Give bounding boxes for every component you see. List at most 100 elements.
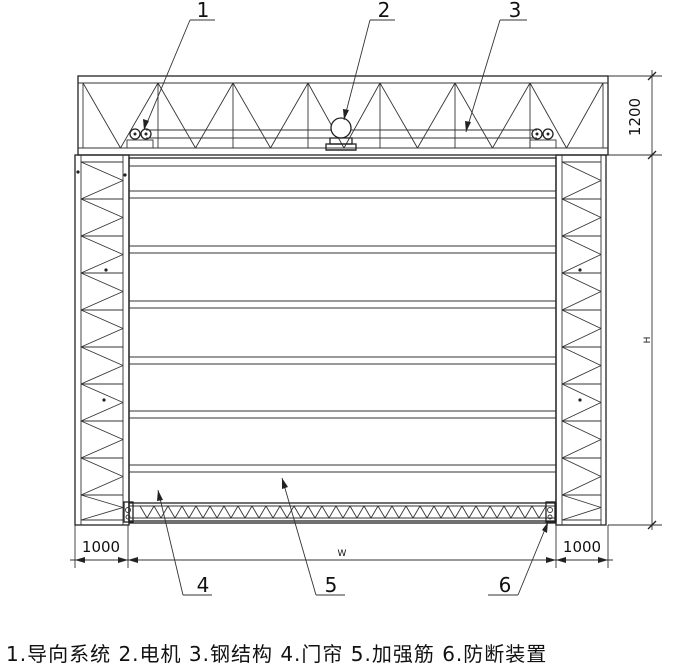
reinforcement-diagonal (468, 505, 477, 519)
reinforcement-diagonal (160, 505, 169, 519)
callout-3: 3 (509, 0, 522, 22)
reinforcement-diagonal (146, 505, 155, 519)
reinforcement-diagonal (454, 505, 463, 519)
reinforcement-diagonal (293, 505, 302, 519)
reinforcement-diagonal (307, 505, 316, 519)
reinforcement-diagonal (475, 505, 484, 519)
callout-5: 5 (325, 573, 338, 597)
reinforcement-diagonal (356, 505, 365, 519)
column-diagonal (561, 254, 602, 274)
column-diagonal (561, 217, 602, 237)
reinforcement-diagonal (370, 505, 379, 519)
reinforcement-diagonal (363, 505, 372, 519)
reinforcement-diagonal (216, 505, 225, 519)
motor (325, 117, 357, 151)
column-diagonal (80, 161, 124, 181)
reinforcement-diagonal (342, 505, 351, 519)
truss-diagonal (82, 82, 121, 149)
reinforcement-diagonal (244, 505, 253, 519)
column-diagonal (80, 235, 124, 255)
reinforcement-diagonal (139, 505, 148, 519)
truss-diagonal (343, 82, 381, 149)
column-diagonal (80, 457, 124, 477)
reinforcement-diagonal (405, 505, 414, 519)
truss-diagonal (270, 82, 309, 149)
truss-diagonal (379, 82, 418, 149)
reinforcement-diagonal (167, 505, 176, 519)
reinforcement-diagonal (230, 505, 239, 519)
dim-door-height: H (643, 337, 653, 344)
reinforcement-diagonal (335, 505, 344, 519)
dim-door-width: W (338, 549, 347, 559)
reinforcement-diagonal (202, 505, 211, 519)
reinforcement-diagonal (258, 505, 267, 519)
guide-wheel-right (529, 128, 557, 149)
dim-top-height: 1200 (626, 98, 644, 136)
reinforcement-diagonal (447, 505, 456, 519)
column-diagonal (80, 365, 124, 385)
reinforcement-diagonal (251, 505, 260, 519)
reinforcement-diagonal (489, 505, 498, 519)
truss-diagonal (157, 82, 196, 149)
column-diagonal (561, 346, 602, 366)
truss-diagonal (566, 82, 604, 149)
reinforcement-diagonal (412, 505, 421, 519)
reinforcement-diagonal (440, 505, 449, 519)
column-diagonal (80, 198, 124, 218)
truss-diagonal (454, 82, 493, 149)
reinforcement-diagonal (384, 505, 393, 519)
reinforcement-diagonal (349, 505, 358, 519)
column-diagonal (561, 180, 602, 200)
top-truss (77, 75, 609, 156)
reinforcement-diagonal (314, 505, 323, 519)
reinforcement-diagonal (398, 505, 407, 519)
right-column (555, 154, 607, 526)
callout-2: 2 (378, 0, 391, 22)
column-diagonal (561, 476, 602, 496)
truss-diagonal (417, 82, 456, 149)
reinforcement-diagonal (300, 505, 309, 519)
reinforcement-diagonal (510, 505, 519, 519)
column-diagonal (561, 457, 602, 477)
column-diagonal (80, 507, 124, 521)
column-diagonal (80, 402, 124, 422)
column-diagonal (561, 309, 602, 329)
column-diagonal (80, 180, 124, 200)
column-diagonal (80, 346, 124, 366)
reinforcement-diagonal (153, 505, 162, 519)
column-diagonal (561, 420, 602, 440)
reinforcement-diagonal (181, 505, 190, 519)
callout-6: 6 (499, 573, 512, 597)
reinforcement-diagonal (286, 505, 295, 519)
column-diagonal (561, 291, 602, 311)
column-diagonal (80, 383, 124, 403)
door-curtain (128, 157, 557, 524)
column-diagonal (561, 272, 602, 292)
reinforcement-diagonal (174, 505, 183, 519)
callout-4: 4 (197, 573, 210, 597)
truss-diagonal (232, 82, 271, 149)
column-diagonal (80, 420, 124, 440)
reinforcement-diagonal (237, 505, 246, 519)
reinforcement-diagonal (265, 505, 274, 519)
reinforcement-diagonal (279, 505, 288, 519)
column-diagonal (561, 328, 602, 348)
reinforcement-diagonal (223, 505, 232, 519)
curtain-slats (129, 165, 556, 473)
reinforcement-diagonal (482, 505, 491, 519)
reinforcement-diagonal (496, 505, 505, 519)
bottom-reinforcement-truss (128, 502, 557, 522)
reinforcement-diagonal (391, 505, 400, 519)
left-column (74, 154, 130, 526)
truss-diagonal (492, 82, 531, 149)
reinforcement-diagonal (328, 505, 337, 519)
column-diagonal (561, 439, 602, 459)
reinforcement-diagonal (461, 505, 470, 519)
column-diagonal (561, 198, 602, 218)
reinforcement-diagonal (209, 505, 218, 519)
column-diagonal (561, 494, 602, 508)
column-diagonal (80, 328, 124, 348)
callout-1: 1 (197, 0, 210, 22)
column-diagonal (561, 235, 602, 255)
truss-diagonal (195, 82, 234, 149)
